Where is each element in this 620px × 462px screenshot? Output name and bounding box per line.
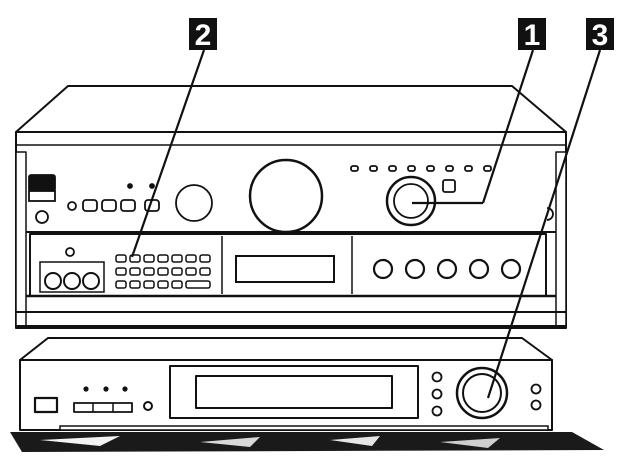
indicator-dots <box>350 165 492 172</box>
callout-label-1: 1 <box>524 19 541 52</box>
eq-knob-4 <box>468 258 490 280</box>
eq-knob-1 <box>372 258 394 280</box>
callout-badge-1: 1 <box>518 18 546 52</box>
leader-line-2 <box>130 49 206 258</box>
callout-label-2: 2 <box>195 19 212 52</box>
phones-jack <box>35 210 49 224</box>
eq-knob-2 <box>404 258 426 280</box>
amplifier-lower-controls <box>39 236 522 294</box>
callout-badge-3: 3 <box>586 18 614 52</box>
amplifier-upper-controls <box>28 158 554 234</box>
eq-knob-3 <box>436 258 458 280</box>
main-volume-knob <box>248 158 324 234</box>
leader-line-3 <box>486 49 602 399</box>
callout-leader-lines <box>130 49 602 399</box>
callout-label-3: 3 <box>592 19 609 52</box>
eq-knob-5 <box>500 258 522 280</box>
floor-shadow <box>10 425 604 452</box>
input-jack-1 <box>44 272 62 290</box>
input-jack-2 <box>63 272 81 290</box>
input-jack-3 <box>82 272 100 290</box>
tuner-unit <box>19 337 553 431</box>
standby-button <box>33 396 59 414</box>
power-button <box>28 174 56 192</box>
input-selector-knob <box>175 184 213 222</box>
callout-badge-2: 2 <box>189 18 217 52</box>
tape-display-window <box>235 255 335 283</box>
function-button-grid <box>115 254 211 289</box>
tuner-display <box>195 375 393 409</box>
leader-line-1 <box>481 49 535 204</box>
